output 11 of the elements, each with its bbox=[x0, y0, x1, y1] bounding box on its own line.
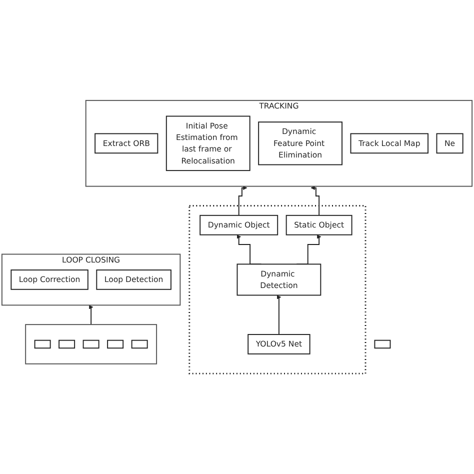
arrow bbox=[88, 304, 94, 326]
arrow bbox=[276, 295, 282, 335]
node-box bbox=[82, 340, 100, 349]
node-box bbox=[374, 340, 391, 349]
node-box bbox=[34, 340, 51, 349]
node-box bbox=[107, 340, 124, 349]
node-box bbox=[58, 340, 76, 349]
node-box bbox=[131, 340, 148, 349]
arrow bbox=[238, 186, 248, 216]
cluster bbox=[25, 324, 158, 364]
arrow bbox=[310, 186, 320, 216]
